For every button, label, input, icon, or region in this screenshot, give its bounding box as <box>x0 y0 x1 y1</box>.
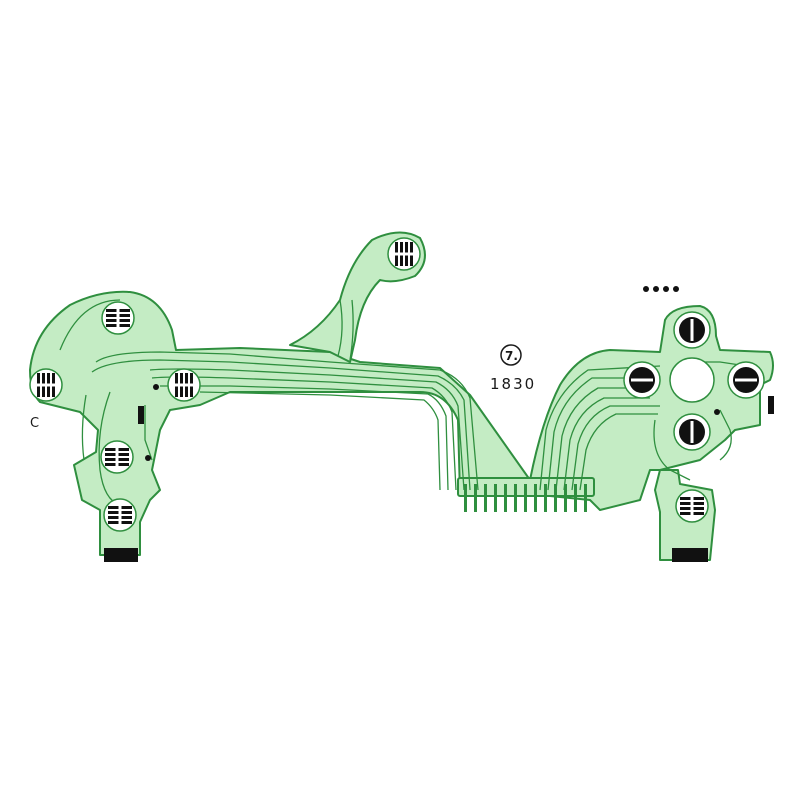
trace <box>349 299 354 361</box>
right-wing-film <box>529 305 774 561</box>
maker-logo-text: 7. <box>505 349 518 363</box>
connector-pin <box>464 484 467 512</box>
trace <box>95 351 479 491</box>
trace <box>160 385 449 491</box>
via-dot <box>153 384 159 390</box>
trace <box>579 413 658 491</box>
button-contact-icon <box>387 237 421 271</box>
indicator-dot <box>663 286 669 292</box>
misc-pads <box>138 286 774 461</box>
connector-pin <box>544 484 547 512</box>
trace <box>59 299 121 351</box>
connector-pin <box>574 484 577 512</box>
dpad-contact-icon <box>673 311 711 349</box>
connector-pin <box>514 484 517 512</box>
button-contact-icon <box>675 489 709 523</box>
trace <box>719 409 732 461</box>
connector-pin <box>524 484 527 512</box>
ribbon-connector-icon <box>104 548 138 562</box>
trace <box>563 397 650 491</box>
trace <box>98 391 121 506</box>
via-dot <box>714 409 720 415</box>
sensor-pad <box>138 406 144 424</box>
connector-pin <box>534 484 537 512</box>
trace <box>199 391 441 491</box>
connector-pin <box>494 484 497 512</box>
trace <box>571 405 660 491</box>
corner-mark-label: C <box>30 416 39 431</box>
trace <box>149 368 465 491</box>
button-contact-icon <box>29 368 63 402</box>
trace <box>653 419 691 481</box>
trace <box>81 394 87 461</box>
connector-pin <box>584 484 587 512</box>
trace <box>555 387 630 491</box>
trace <box>91 359 471 491</box>
dpad-contact-icon <box>673 413 711 451</box>
connector-pin <box>554 484 557 512</box>
indicator-dot <box>673 286 679 292</box>
indicator-dot <box>643 286 649 292</box>
dpad-contact-icon <box>623 361 661 399</box>
flex-film <box>29 231 774 561</box>
bottom-connectors <box>104 548 708 562</box>
button-contact-icon <box>101 301 135 335</box>
via-dot <box>145 455 151 461</box>
button-contact-icon <box>100 440 134 474</box>
connector-pin <box>564 484 567 512</box>
sensor-pad <box>768 396 774 414</box>
ribbon-connector-icon <box>464 484 587 512</box>
dpad-center-ring <box>669 357 715 403</box>
connector-pin <box>484 484 487 512</box>
connector-pin <box>474 484 477 512</box>
ribbon-connector-icon <box>672 548 708 562</box>
maker-logo-icon: 7. <box>500 344 522 366</box>
indicator-dot <box>653 286 659 292</box>
dpad-contacts <box>623 311 765 451</box>
trace <box>547 377 624 491</box>
connector-pin <box>504 484 507 512</box>
batch-code-label: 1830 <box>490 375 536 393</box>
trace <box>539 365 661 491</box>
trace <box>144 405 153 461</box>
trace <box>337 299 343 357</box>
dpad-contact-icon <box>727 361 765 399</box>
button-contact-icon <box>103 498 137 532</box>
button-contact-icon <box>167 368 201 402</box>
